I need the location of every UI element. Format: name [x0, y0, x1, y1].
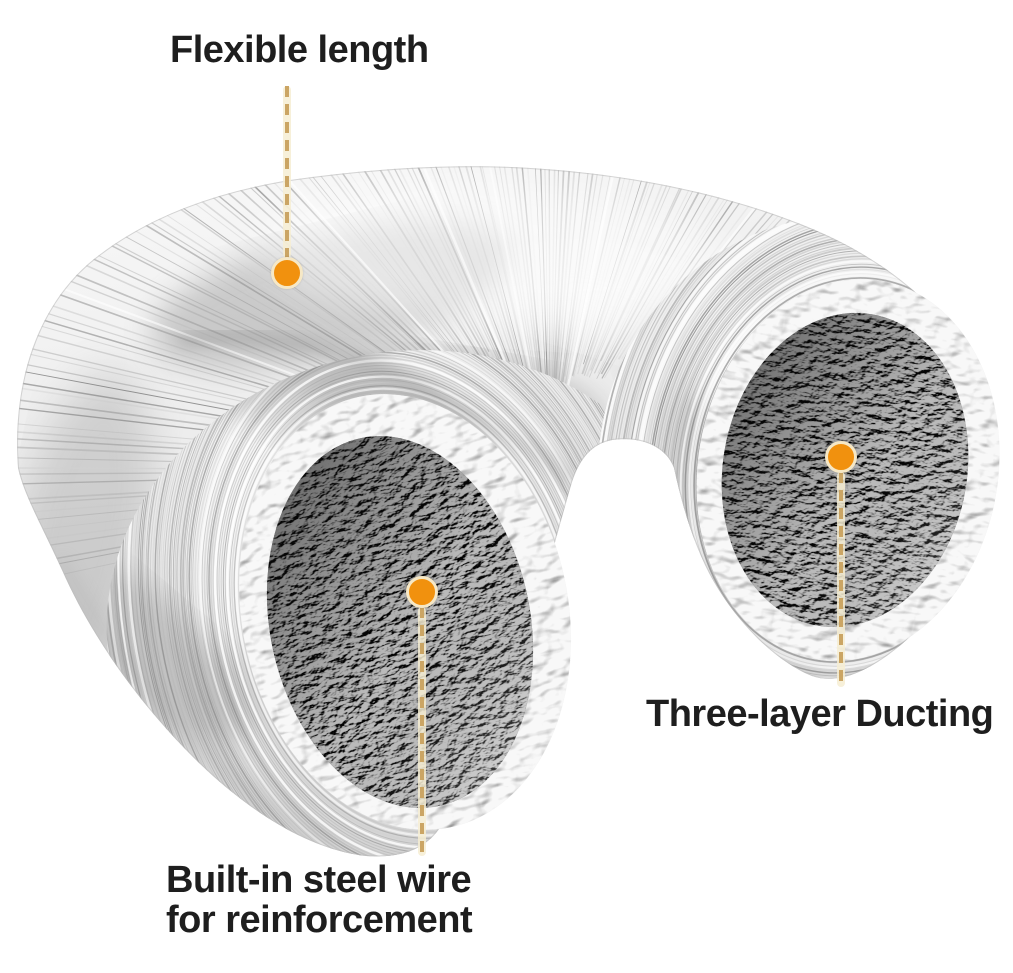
leader-line-three-layer — [839, 472, 843, 687]
label-flexible-length: Flexible length — [170, 29, 429, 71]
marker-dot-steel-wire — [406, 576, 438, 608]
marker-dot-flexible-length — [271, 257, 303, 289]
leader-line-flexible-length — [285, 86, 289, 258]
duct-outline — [17, 166, 995, 857]
label-three-layer-ducting: Three-layer Ducting — [646, 693, 994, 735]
leader-line-steel-wire — [420, 607, 424, 856]
label-steel-wire-line1: Built-in steel wire — [166, 859, 472, 901]
label-steel-wire-line2: for reinforcement — [166, 899, 473, 941]
left-opening — [239, 394, 571, 830]
marker-dot-three-layer — [825, 441, 857, 473]
label-steel-wire: Built-in steel wire for reinforcement — [166, 859, 473, 941]
